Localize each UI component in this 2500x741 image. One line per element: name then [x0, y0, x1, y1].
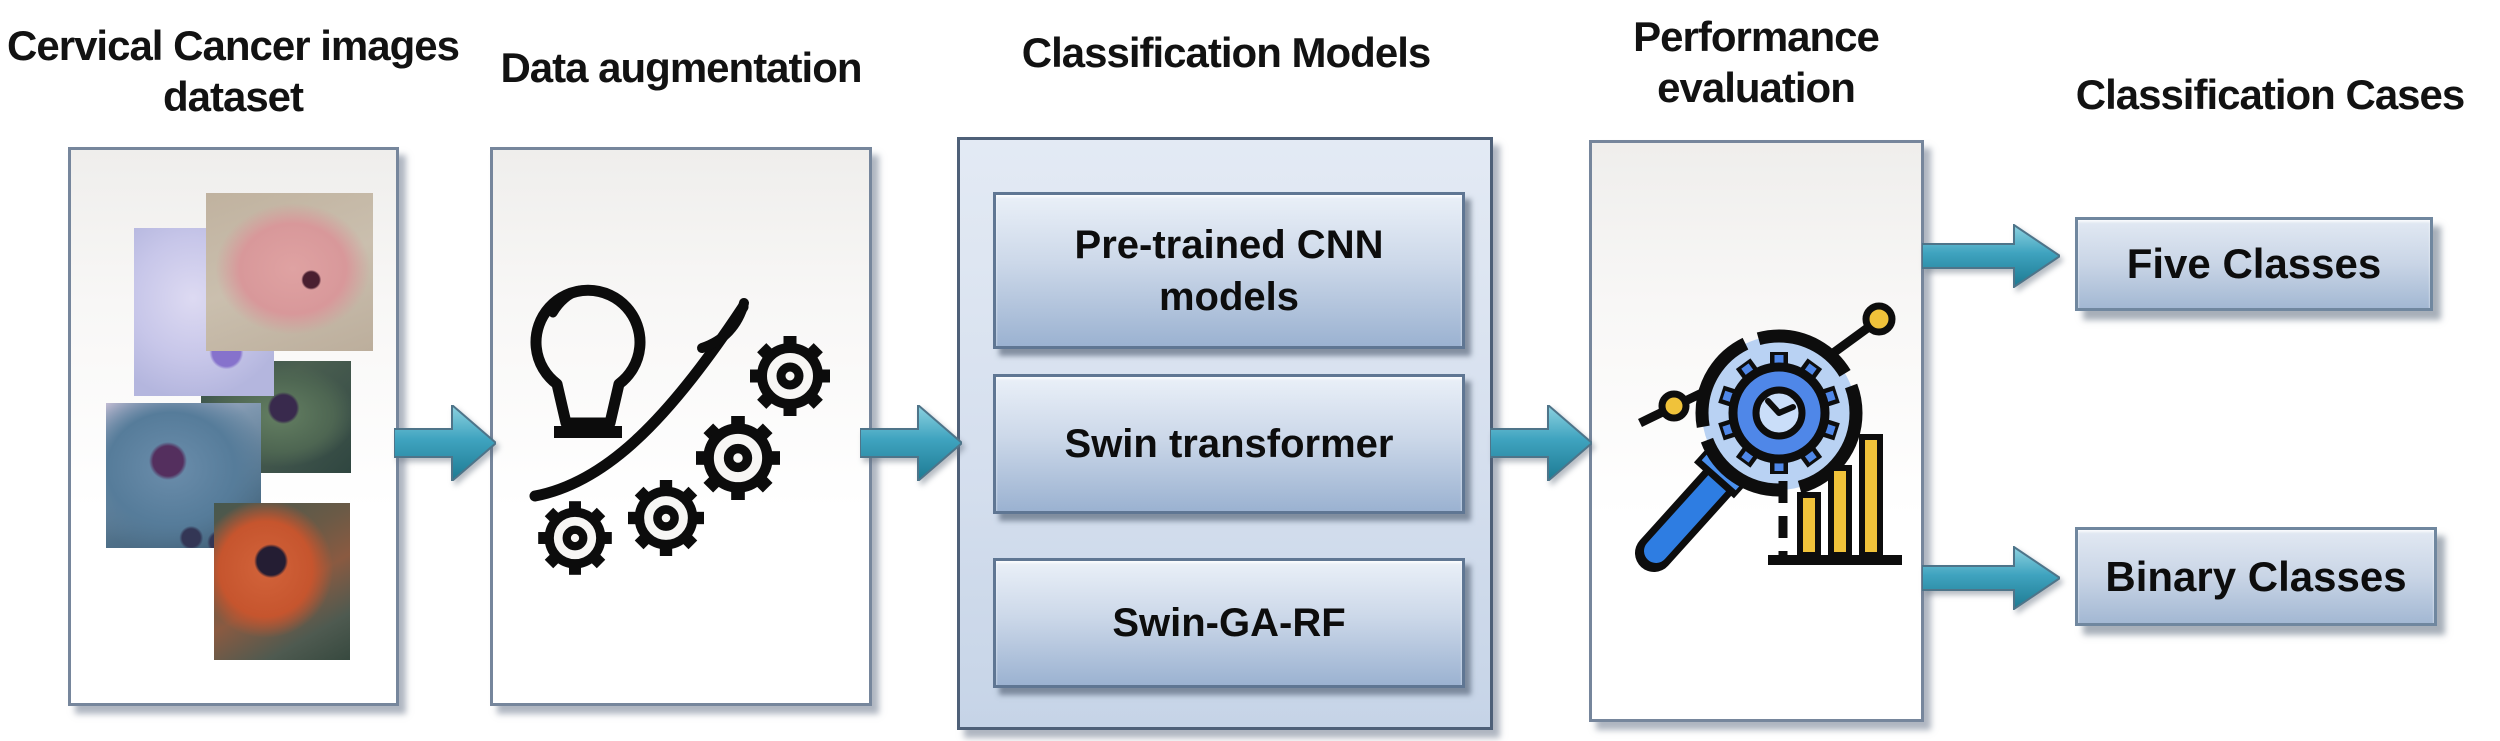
- stage-panel-evaluation: [1589, 140, 1924, 722]
- gear-icon: [750, 336, 830, 416]
- stage-panel-models: Pre-trained CNN models Swin transformer …: [957, 137, 1493, 730]
- growth-curve-icon: [529, 298, 749, 502]
- performance-evaluation-icon: [1635, 302, 1902, 572]
- stage-title-augmentation: Data augmentation: [500, 44, 862, 91]
- data-augmentation-icon: [529, 284, 869, 703]
- model-button-label-line1: Pre-trained CNN: [1074, 222, 1384, 267]
- lightbulb-icon: [530, 284, 646, 438]
- model-button-label: Swin-GA-RF: [1112, 601, 1346, 645]
- flow-arrow-dataset-to-augmentation: [394, 405, 496, 481]
- cell-image-orange: [214, 503, 350, 660]
- stage-title-evaluation-line1: Performance: [1633, 13, 1880, 60]
- flow-arrow-evaluation-to-binary-classes: [1922, 546, 2060, 610]
- stage-title-dataset-line1: Cervical Cancer images: [7, 22, 460, 69]
- bar-chart-icon: [1768, 434, 1902, 565]
- case-button-label: Five Classes: [2126, 240, 2382, 287]
- stage-title-evaluation-line2: evaluation: [1657, 64, 1856, 111]
- cell-image-pink: [206, 193, 373, 351]
- model-button-label-line2: models: [1158, 274, 1300, 319]
- flow-arrow-evaluation-to-five-classes: [1922, 224, 2060, 288]
- gear-icon: [538, 501, 612, 575]
- flow-arrow-augmentation-to-models: [860, 405, 962, 481]
- stage-panel-augmentation: [490, 147, 872, 706]
- stage-title-dataset-line2: dataset: [162, 73, 304, 120]
- model-button-swin-transformer: Swin transformer: [993, 374, 1465, 514]
- model-button-pretrained-cnn: Pre-trained CNN models: [993, 192, 1465, 349]
- stage-title-evaluation: Performance evaluation: [1556, 11, 1956, 113]
- gear-icon: [696, 416, 780, 500]
- flow-arrow-models-to-evaluation: [1490, 405, 1592, 481]
- model-button-swin-ga-rf: Swin-GA-RF: [993, 558, 1465, 688]
- case-button-binary-classes: Binary Classes: [2075, 527, 2437, 626]
- stage-title-dataset: Cervical Cancer images dataset: [0, 20, 480, 122]
- node-dots-icon: [1638, 302, 1896, 428]
- model-button-label: Swin transformer: [1064, 422, 1394, 466]
- stage-title-models: Classification Models: [1021, 29, 1431, 76]
- gear-icon: [628, 480, 704, 556]
- stage-title-cases: Classification Cases: [2075, 71, 2466, 118]
- gear-clock-icon: [1718, 352, 1840, 474]
- case-button-label: Binary Classes: [2105, 552, 2407, 600]
- stage-panel-dataset: [68, 147, 399, 706]
- case-button-five-classes: Five Classes: [2075, 217, 2433, 311]
